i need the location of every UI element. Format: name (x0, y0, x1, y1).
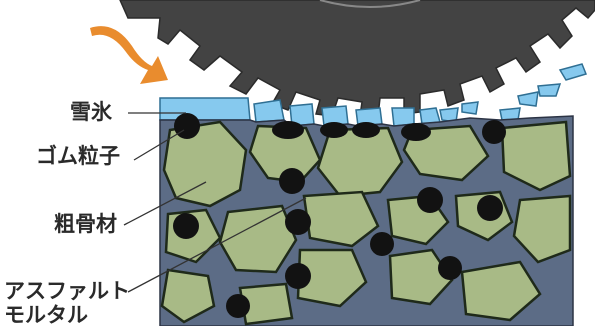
rubber-particle (320, 122, 348, 138)
rubber-particle (173, 213, 199, 239)
hub-arc (319, 0, 421, 8)
rubber-particle (401, 123, 431, 141)
tire-illustration (119, 0, 595, 117)
rubber-particle (482, 120, 506, 144)
leader-line-aggregate (123, 181, 207, 226)
label-asphalt-mortar-line1: アスファルト (4, 279, 130, 303)
leader-line-asphalt (127, 197, 307, 293)
leader-lines (123, 112, 307, 293)
tire-body (119, 0, 595, 117)
rubber-particle (438, 256, 462, 280)
label-ice: 雪氷 (70, 100, 112, 124)
rubber-particle (226, 294, 250, 318)
rubber-particle (417, 187, 443, 213)
label-rubber-particles: ゴム粒子 (36, 144, 120, 168)
rubber-particle (477, 195, 503, 221)
rubber-particle (174, 113, 200, 139)
rubber-particles (173, 113, 506, 318)
rubber-particle (352, 122, 380, 138)
rubber-particle (285, 209, 311, 235)
rubber-particle (272, 121, 304, 139)
label-coarse-aggregate: 粗骨材 (54, 212, 117, 236)
rubber-particle (285, 263, 311, 289)
rotation-arrow (90, 26, 168, 85)
label-asphalt-mortar-line2: モルタル (4, 303, 88, 327)
rubber-particle (370, 232, 394, 256)
rubber-particle (279, 168, 305, 194)
aggregate-stones (160, 120, 572, 326)
leader-line-rubber (133, 129, 185, 161)
